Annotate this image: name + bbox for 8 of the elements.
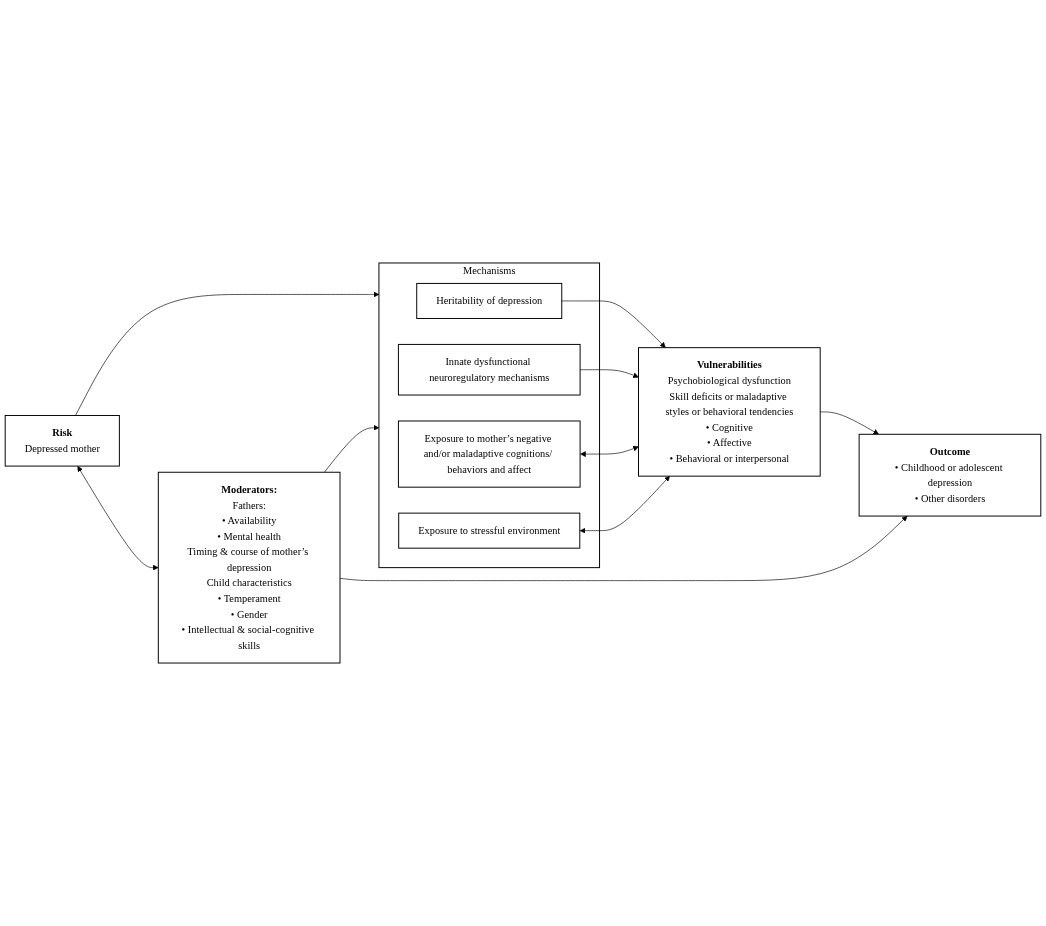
node-box: Moderators: Fathers: • Availability • Mental health Timing & course of mother’s depression Child characteristics • Temperament • Gender • Intellectual & social-cognitive skills <box>157 471 341 664</box>
node-box: Innate dysfunctional neuroregulatory mechanisms <box>397 343 581 396</box>
node-box: Exposure to stressful environment <box>398 512 581 549</box>
node-box: Heritability of depression <box>416 282 563 319</box>
node-box: Risk Depressed mother <box>4 415 120 467</box>
node-box: Outcome • Childhood or adolescent depression • Other disorders <box>858 433 1042 517</box>
node-box: Vulnerabilities Psychobiological dysfunction Skill deficits or maladaptive styles or behavioral tendencies • Cognitive • Affective • Behavioral or interpersonal <box>638 347 821 477</box>
node-box: Exposure to mother’s negative and/or maladaptive cognitions/ behaviors and affect <box>397 420 581 488</box>
